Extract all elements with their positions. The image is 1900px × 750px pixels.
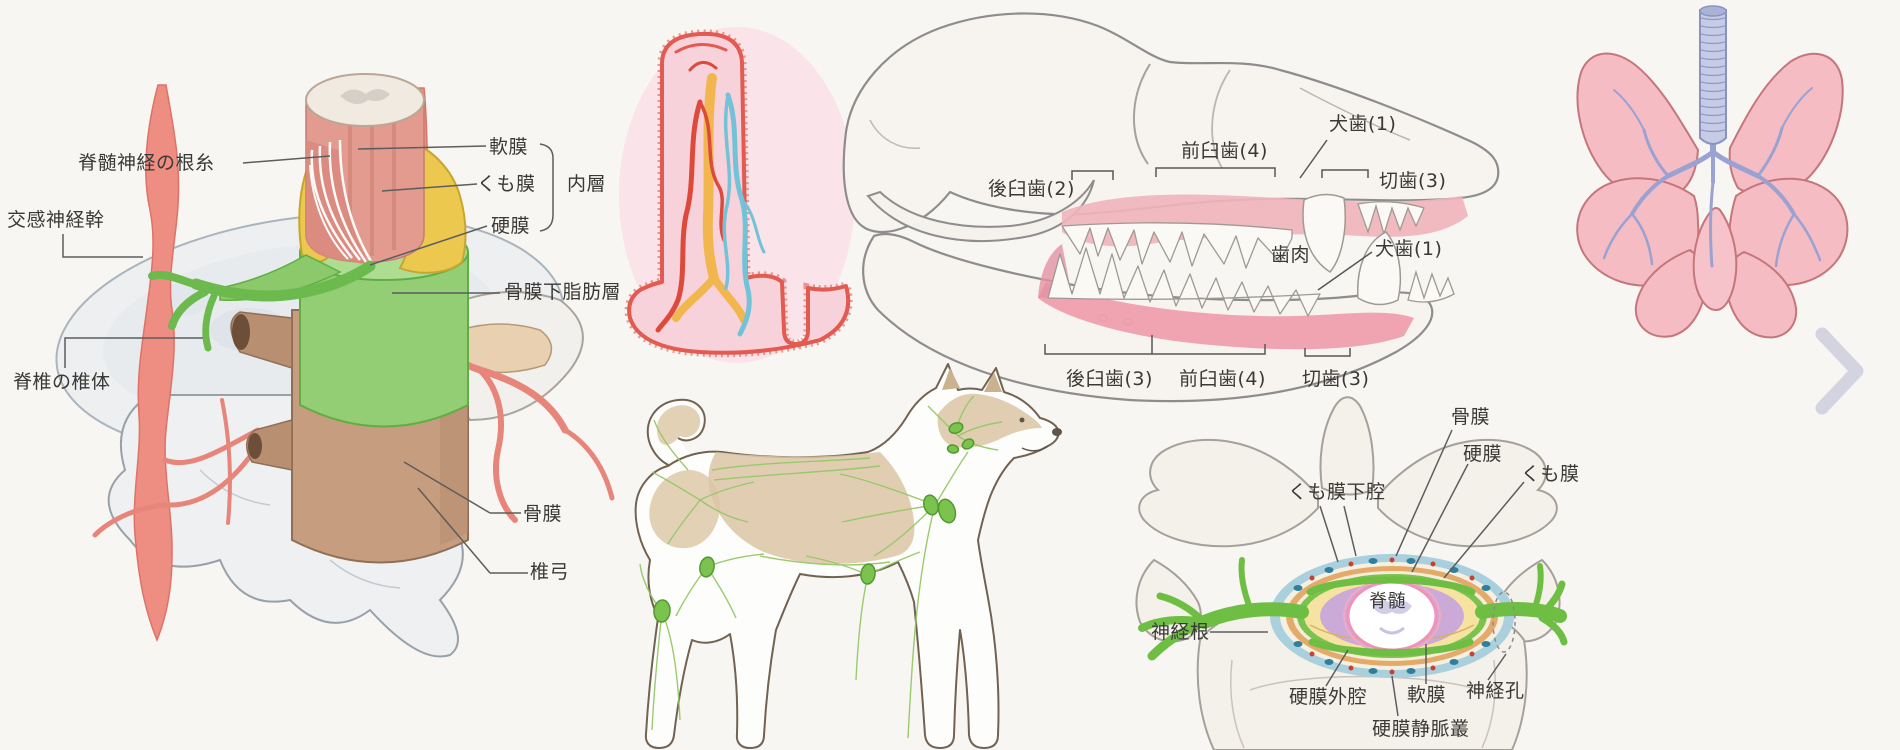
lymph-vessels	[639, 395, 1003, 739]
upper-incisors-bracket	[1321, 169, 1369, 178]
label-sympathetic-trunk: 交感神経幹	[7, 209, 105, 231]
label-arachnoid: くも膜	[477, 173, 536, 195]
cross-section-leader-lines	[1210, 429, 1525, 717]
label-section-dura: 硬膜	[1463, 443, 1503, 465]
label-upper-molars: 後臼歯(2)	[988, 178, 1075, 200]
label-lower-molars: 後臼歯(3)	[1066, 368, 1153, 390]
nerve-roots	[1138, 557, 1568, 661]
bronchial-tree	[1602, 87, 1822, 268]
label-periosteum: 骨膜	[523, 503, 563, 525]
dog-eye	[1019, 417, 1025, 423]
label-gums: 歯肉	[1271, 244, 1311, 266]
dog-nose	[1052, 428, 1062, 436]
label-spinal-cord: 脊髄	[1369, 591, 1406, 612]
dog-lymphatic-illustration	[634, 363, 1062, 749]
label-epidural-space: 硬膜外腔	[1289, 686, 1368, 708]
nerve-foramen-outline	[1492, 591, 1516, 653]
label-lower-incisors: 切歯(3)	[1302, 368, 1370, 390]
label-upper-incisors: 切歯(3)	[1379, 170, 1447, 192]
vertebra-cross-section-illustration	[1135, 396, 1568, 750]
label-upper-premolars: 前臼歯(4)	[1181, 140, 1268, 162]
label-section-pia: 軟膜	[1407, 684, 1447, 706]
label-vertebral-arch: 椎弓	[530, 561, 570, 583]
label-vertebral-body: 脊椎の椎体	[13, 371, 111, 393]
lymph-nodes	[653, 421, 975, 623]
spine-3d-illustration	[55, 73, 615, 658]
label-section-arachnoid: くも膜	[1521, 463, 1580, 485]
label-nerve-foramen: 神経孔	[1466, 680, 1525, 702]
spine-leader-lines	[62, 143, 554, 574]
lungs-illustration	[1576, 5, 1849, 339]
label-nerve-root: 神経根	[1151, 621, 1210, 643]
label-section-periosteum: 骨膜	[1451, 406, 1491, 428]
label-inner-layer: 内層	[567, 173, 607, 195]
label-pia-mater: 軟膜	[489, 136, 529, 158]
upper-molars-bracket	[1071, 170, 1114, 180]
upper-premolars-bracket	[1155, 167, 1276, 177]
label-subarachnoid-space: くも膜下腔	[1288, 481, 1386, 503]
inner-layer-bracket	[539, 143, 554, 232]
skull-leader-lines	[1044, 139, 1373, 357]
lung-lobes	[1576, 52, 1849, 339]
skull-illustration	[842, 12, 1500, 403]
label-lower-premolars: 前臼歯(4)	[1179, 368, 1266, 390]
label-lower-canine: 犬歯(1)	[1375, 238, 1443, 260]
lower-incisors-bracket	[1304, 348, 1351, 357]
villus-illustration	[619, 27, 855, 363]
label-subperiosteal-fat: 骨膜下脂肪層	[504, 281, 622, 303]
label-spinal-nerve-rootlets: 脊髄神経の根糸	[78, 152, 215, 174]
venous-plexus-dots	[1293, 557, 1491, 675]
next-chevron-icon[interactable]	[1815, 327, 1864, 415]
lower-molar-premolar-bracket	[1044, 344, 1266, 355]
label-venous-plexus: 硬膜静脈叢	[1372, 718, 1470, 740]
label-upper-canine: 犬歯(1)	[1329, 113, 1397, 135]
label-dura-mater: 硬膜	[491, 215, 531, 237]
